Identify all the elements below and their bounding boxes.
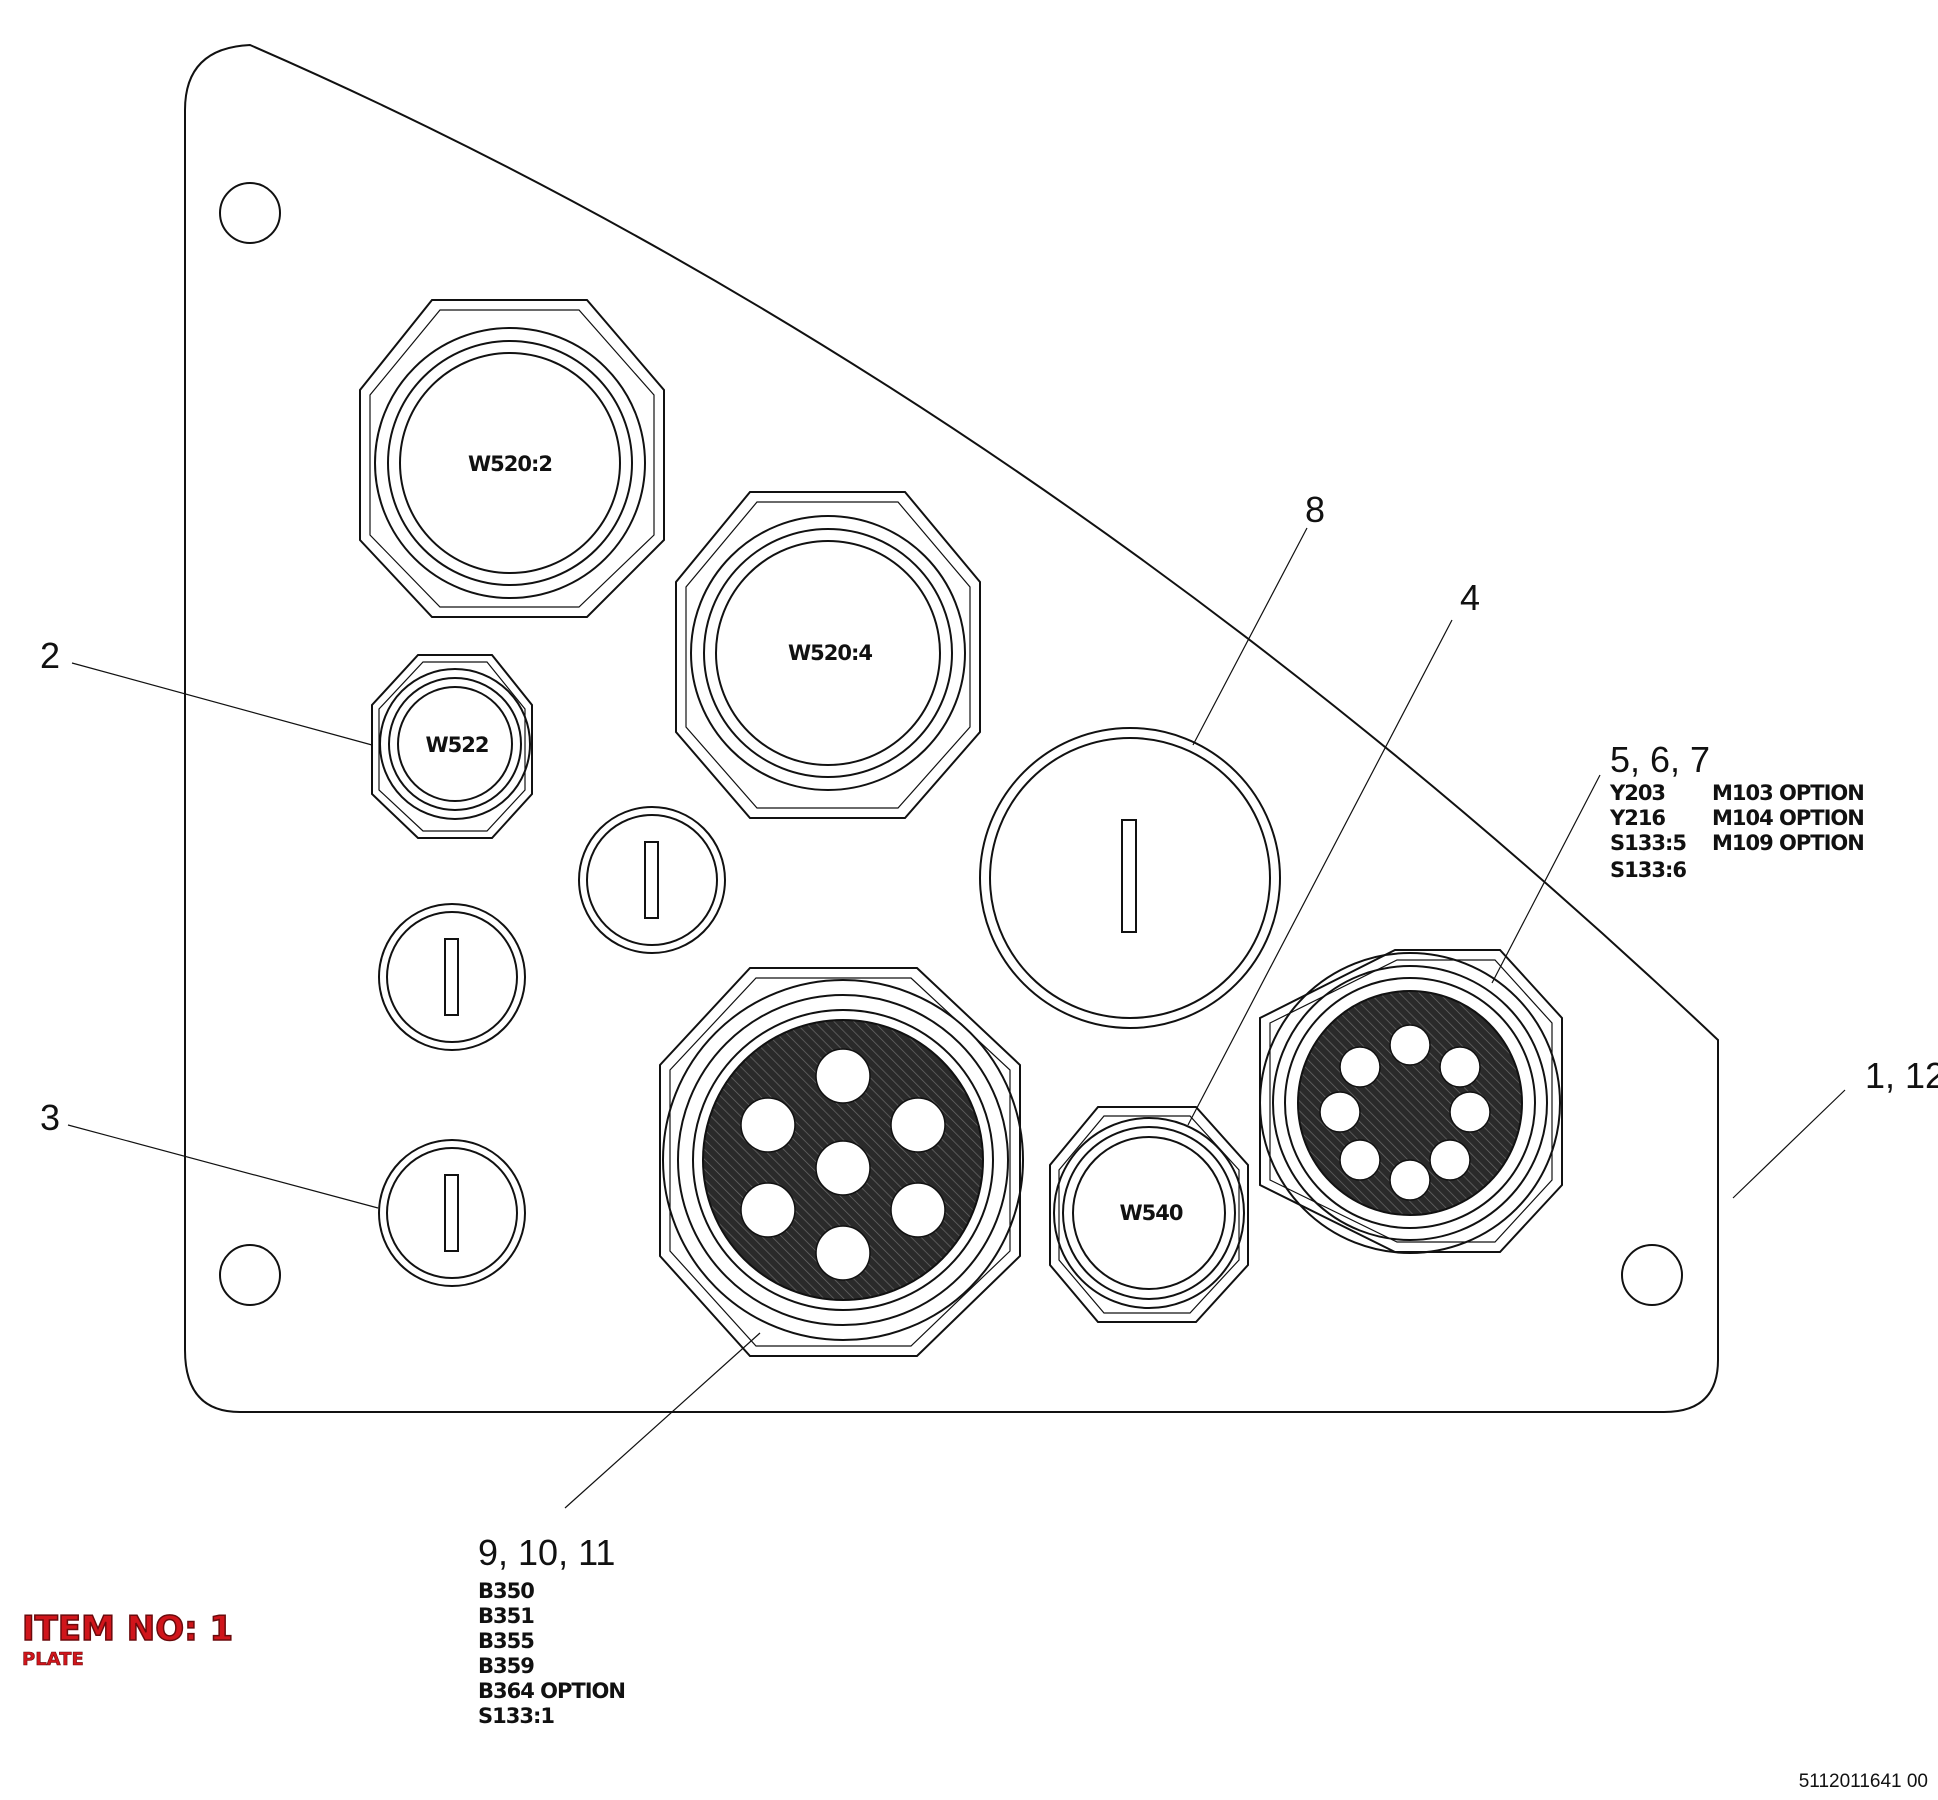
leader-2	[71, 662, 373, 746]
document-number: 5112011641 00	[1799, 1771, 1928, 1792]
plate-outline	[184, 43, 1719, 1413]
gland-label-w540: W540	[1120, 1201, 1183, 1225]
callout-4: 4	[1460, 577, 1480, 618]
callout-8: 8	[1305, 489, 1325, 530]
callout-2: 2	[40, 635, 60, 676]
leader-5-6-7	[1491, 774, 1601, 984]
mounting-hole-bottom-left	[219, 1244, 281, 1306]
tag-567-r-2: M109 OPTION	[1712, 831, 1864, 855]
tag-91011-3: B359	[478, 1654, 534, 1678]
gland-w520-4: W520:4	[675, 491, 981, 819]
multi-gland-8-hole	[1259, 949, 1563, 1254]
tags-9-10-11: B350 B351 B355 B359 B364 OPTION S133:1	[478, 1579, 626, 1728]
callout-3: 3	[40, 1097, 60, 1138]
blank-plug-large	[979, 727, 1281, 1029]
leader-1-12	[1732, 1089, 1846, 1199]
blank-plug-2	[378, 903, 526, 1051]
tag-91011-1: B351	[478, 1604, 534, 1628]
mounting-hole-bottom-right	[1621, 1244, 1683, 1306]
blank-plug-3	[378, 1139, 526, 1287]
tag-567-r-1: M104 OPTION	[1712, 806, 1864, 830]
tags-5-6-7-right: M103 OPTION M104 OPTION M109 OPTION	[1712, 781, 1865, 855]
item-subtitle: PLATE	[22, 1649, 84, 1670]
gland-w522: W522	[371, 654, 533, 839]
leader-4	[1187, 619, 1453, 1126]
multi-gland-7-hole	[659, 967, 1024, 1357]
callout-5-6-7: 5, 6, 7	[1610, 739, 1710, 780]
gland-w540: W540	[1049, 1106, 1249, 1323]
callout-9-10-11: 9, 10, 11	[478, 1532, 615, 1573]
leader-9-10-11	[564, 1332, 761, 1509]
tag-567-l-0: Y203	[1609, 781, 1665, 805]
gland-label-w520-4: W520:4	[788, 641, 872, 665]
tag-91011-5: S133:1	[478, 1704, 554, 1728]
blank-plug-1	[578, 806, 726, 954]
tag-567-l-1: Y216	[1609, 806, 1665, 830]
gland-w520-2: W520:2	[359, 299, 665, 618]
mounting-hole-top-left	[219, 182, 281, 244]
tag-91011-4: B364 OPTION	[478, 1679, 625, 1703]
tag-567-l-2: S133:5	[1610, 831, 1686, 855]
leader-8	[1192, 527, 1308, 746]
leader-3	[67, 1124, 379, 1209]
tag-567-r-0: M103 OPTION	[1712, 781, 1864, 805]
tag-567-l-3: S133:6	[1610, 858, 1686, 882]
callout-1-12: 1, 12	[1865, 1055, 1938, 1096]
tags-5-6-7-left: Y203 Y216 S133:5 S133:6	[1609, 781, 1687, 882]
gland-label-w522: W522	[426, 733, 489, 757]
item-title: ITEM NO: 1	[22, 1609, 233, 1649]
tag-91011-0: B350	[478, 1579, 534, 1603]
tag-91011-2: B355	[478, 1629, 534, 1653]
gland-label-w520-2: W520:2	[468, 452, 552, 476]
